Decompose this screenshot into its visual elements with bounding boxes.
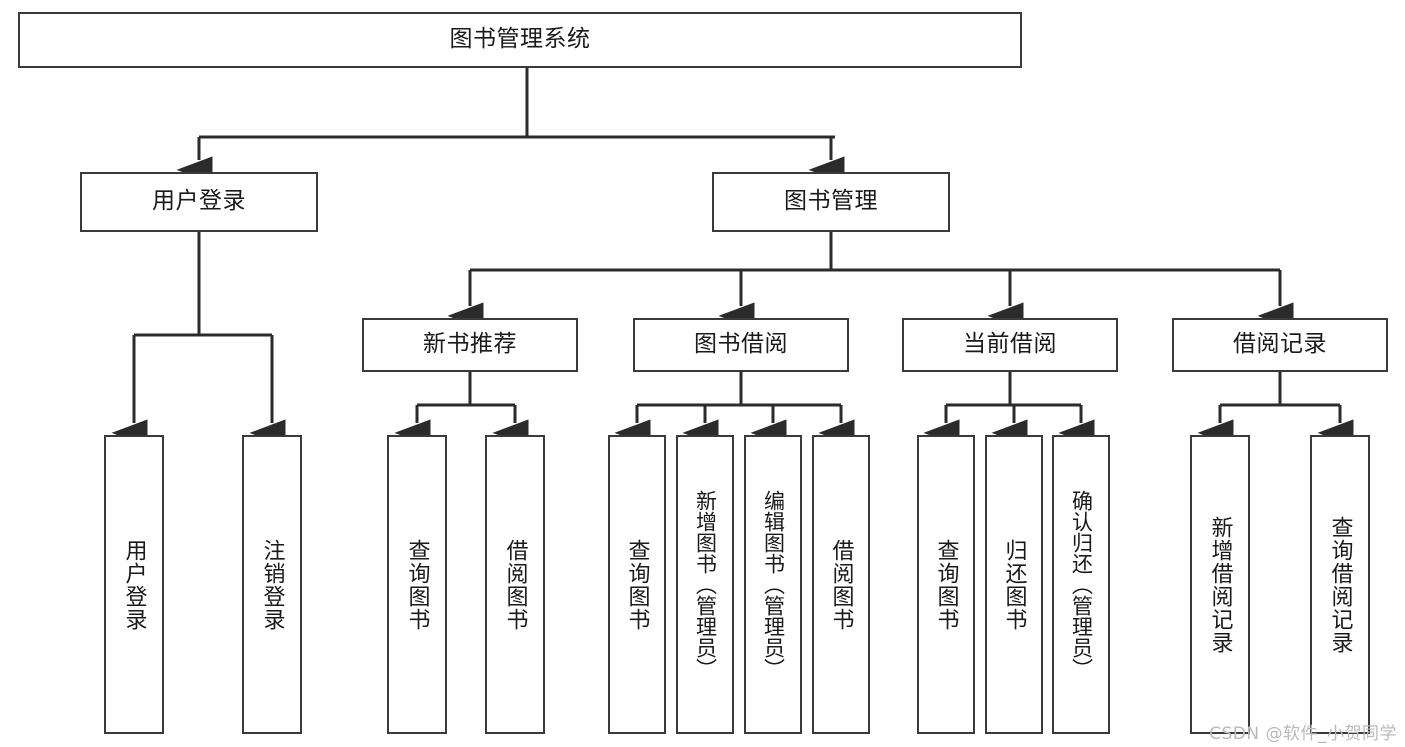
leaf-query-book-3-label: 查询图书 (933, 538, 959, 631)
node-root[interactable]: 图书管理系统 (18, 12, 1022, 68)
csdn-watermark: CSDN @软件_小贺同学 (1209, 724, 1397, 744)
node-new-book-rec[interactable]: 新书推荐 (362, 318, 578, 372)
leaf-edit-book-label: 编辑图书（管理员） (761, 490, 786, 679)
node-book-manage-label: 图书管理 (784, 188, 878, 215)
leaf-return-book[interactable]: 归还图书 (985, 435, 1043, 734)
leaf-confirm-return-label: 确认归还（管理员） (1069, 490, 1094, 679)
leaf-borrow-book-2-label: 借阅图书 (828, 538, 854, 631)
node-user-login-label: 用户登录 (152, 188, 246, 215)
node-current-borrow-label: 当前借阅 (963, 331, 1057, 358)
leaf-borrow-book-1[interactable]: 借阅图书 (485, 435, 545, 734)
leaf-query-book-2-label: 查询图书 (624, 538, 650, 631)
node-root-label: 图书管理系统 (449, 26, 591, 53)
node-borrow-record[interactable]: 借阅记录 (1172, 318, 1388, 372)
leaf-query-book-1-label: 查询图书 (404, 538, 430, 631)
leaf-user-logout[interactable]: 注销登录 (242, 435, 302, 734)
leaf-query-book-3[interactable]: 查询图书 (917, 435, 975, 734)
leaf-query-book-1[interactable]: 查询图书 (387, 435, 447, 734)
leaf-add-record-label: 新增借阅记录 (1207, 515, 1233, 654)
leaf-borrow-book-2[interactable]: 借阅图书 (812, 435, 870, 734)
leaf-user-login-label: 用户登录 (121, 538, 147, 631)
leaf-borrow-book-1-label: 借阅图书 (502, 538, 528, 631)
leaf-confirm-return[interactable]: 确认归还（管理员） (1052, 435, 1110, 734)
leaf-add-book-label: 新增图书（管理员） (693, 490, 718, 679)
node-new-book-rec-label: 新书推荐 (423, 331, 517, 358)
leaf-return-book-label: 归还图书 (1001, 538, 1027, 631)
leaf-query-record[interactable]: 查询借阅记录 (1310, 435, 1370, 734)
leaf-add-book[interactable]: 新增图书（管理员） (676, 435, 734, 734)
node-current-borrow[interactable]: 当前借阅 (902, 318, 1118, 372)
node-user-login[interactable]: 用户登录 (80, 172, 318, 232)
leaf-edit-book[interactable]: 编辑图书（管理员） (744, 435, 802, 734)
node-book-borrow[interactable]: 图书借阅 (633, 318, 849, 372)
leaf-query-book-2[interactable]: 查询图书 (608, 435, 666, 734)
leaf-query-record-label: 查询借阅记录 (1327, 515, 1353, 654)
node-borrow-record-label: 借阅记录 (1233, 331, 1327, 358)
leaf-add-record[interactable]: 新增借阅记录 (1190, 435, 1250, 734)
node-book-borrow-label: 图书借阅 (694, 331, 788, 358)
node-book-manage[interactable]: 图书管理 (712, 172, 950, 232)
leaf-user-logout-label: 注销登录 (259, 538, 285, 631)
leaf-user-login[interactable]: 用户登录 (104, 435, 164, 734)
